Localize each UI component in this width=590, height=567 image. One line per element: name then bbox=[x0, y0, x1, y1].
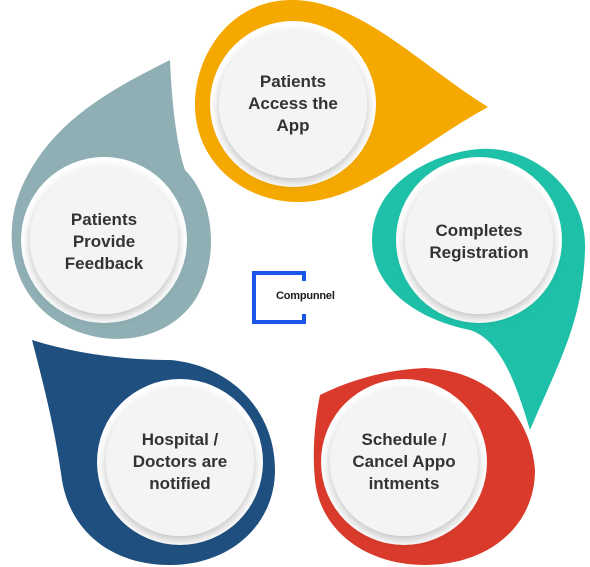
step-label-feedback: Patients Provide Feedback bbox=[64, 210, 144, 273]
step-circle-notified bbox=[106, 388, 254, 536]
step-circle-registration bbox=[405, 166, 553, 314]
step-label-registration: Completes Registration bbox=[429, 221, 529, 262]
step-label-notified: Hospital / Doctors are notified bbox=[132, 430, 228, 493]
step-label-schedule: Schedule / Cancel Appo intments bbox=[352, 430, 456, 493]
step-circle-schedule bbox=[330, 388, 478, 536]
step-circle-feedback bbox=[30, 166, 178, 314]
step-circle-access-app bbox=[219, 30, 367, 178]
logo-text: Compunnel bbox=[276, 290, 335, 302]
compunnel-logo-icon bbox=[252, 271, 312, 324]
step-label-access-app: Patients Access the App bbox=[248, 72, 338, 135]
